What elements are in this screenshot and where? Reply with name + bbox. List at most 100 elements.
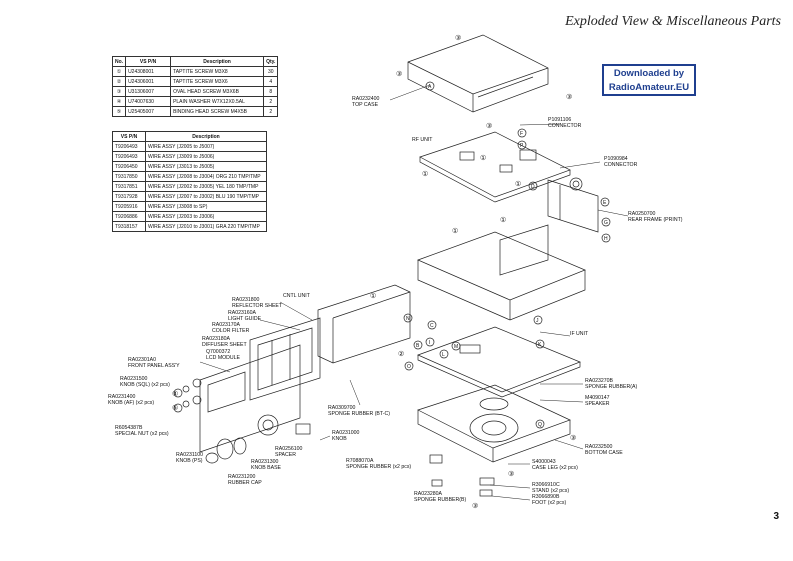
table-cell: ⑤ (111, 106, 127, 117)
cntl-unit-board (317, 284, 411, 364)
marker-l: L (439, 349, 449, 359)
label-knob-name: KNOB (332, 436, 347, 442)
svg-text:G: G (604, 220, 608, 226)
label-rubber-cap-name: RUBBER CAP (228, 480, 262, 486)
label-rear-frame-name: REAR FRAME (PRINT) (628, 217, 683, 223)
marker-m: M (451, 341, 461, 351)
label-speaker-pn: M4090147 (585, 395, 610, 401)
label-knob-ps-name: KNOB (PS) (176, 458, 203, 464)
screw-marker: ② (398, 350, 404, 358)
label-light-guide-name: LIGHT GUIDE (228, 316, 262, 322)
label-lcd-pn: Q7000372 (206, 349, 230, 355)
label-sponge-x2-name: SPONGE RUBBER (x2 pcs) (346, 464, 411, 470)
rf-unit-board (419, 131, 571, 203)
label-sponge-a-pn: RA023270B (585, 378, 614, 384)
download-badge: Downloaded by RadioAmateur.EU (602, 64, 696, 96)
label-stand-name: STAND (x2 pcs) (532, 488, 569, 494)
label-connector1-name: CONNECTOR (548, 123, 582, 129)
svg-text:C: C (430, 323, 434, 329)
label-sponge-btc-name: SPONGE RUBBER (BT-C) (328, 411, 390, 417)
label-diffuser-name: DIFFUSER SHEET (202, 342, 248, 348)
label-bottom-case-pn: RA0232500 (585, 444, 613, 450)
page-number: 3 (773, 511, 779, 522)
label-knob-base-pn: RA0231300 (251, 459, 279, 465)
screw-marker: ④ (172, 390, 178, 398)
screw-marker: ③ (570, 434, 576, 442)
label-reflector-pn: RA0231800 (232, 297, 260, 303)
label-top-case-name: TOP CASE (352, 102, 379, 108)
svg-text:B: B (416, 343, 420, 349)
screw-marker: ③ (566, 93, 572, 101)
table-cell: WIRE ASSY (J2010 to J3001) GRA 220 TMP/T… (145, 221, 267, 232)
svg-text:I: I (429, 340, 430, 346)
label-connector1-pn: P1091106 (548, 117, 571, 123)
marker-b: B (413, 340, 423, 350)
label-spacer-pn: RA0256100 (275, 446, 303, 452)
label-rear-frame-pn: RA0250700 (628, 211, 656, 217)
svg-text:J: J (536, 318, 539, 324)
label-sponge-b-name: SPONGE RUBBER(B) (414, 497, 466, 503)
screw-marker: ① (422, 170, 428, 178)
screw-marker: ③ (472, 502, 478, 510)
knob-parts (173, 385, 311, 464)
label-lcd-name: LCD MODULE (206, 355, 241, 361)
marker-d: D (528, 181, 538, 191)
label-foot-pn: R3066890B (532, 494, 560, 500)
label-connector2-pn: P1090984 (604, 156, 628, 162)
label-knob-af-name: KNOB (AF) (x2 pcs) (108, 400, 154, 406)
label-foot-name: FOOT (x2 pcs) (532, 500, 566, 506)
marker-e: E (600, 197, 610, 207)
rear-frame-part (547, 177, 599, 233)
label-spacer-name: SPACER (275, 452, 296, 458)
marker-f: F (517, 128, 527, 138)
screw-marker: ① (515, 180, 521, 188)
label-rubber-cap-pn: RA0231200 (228, 474, 256, 480)
label-if-unit: IF UNIT (570, 331, 589, 337)
marker-j: J (533, 315, 543, 325)
screw-marker: ⑤ (172, 404, 178, 412)
screw-marker: ① (452, 227, 458, 235)
label-special-nut-pn: R6054387B (115, 425, 143, 431)
lcd-assembly-part (249, 317, 321, 401)
label-knob-sql-name: KNOB (SQL) (x2 pcs) (120, 382, 170, 388)
page-title: Exploded View & Miscellaneous Parts (565, 14, 781, 29)
label-knob-pn: RA0231000 (332, 430, 360, 436)
if-unit-board (417, 326, 581, 398)
screw-markers: ③ ③ ③ ③ ① ① ① ① ① ① ② ④ ⑤ ③ ③ ③ (172, 34, 576, 510)
label-speaker-name: SPEAKER (585, 401, 610, 407)
marker-n: N (403, 313, 413, 323)
label-knob-sql-pn: RA0231500 (120, 376, 148, 382)
top-case-part (407, 34, 549, 113)
marker-g: G (601, 217, 611, 227)
lettered-markers: A B C D E F G H I J K L M N O P Q (403, 81, 611, 429)
label-special-nut-name: SPECIAL NUT (x2 pcs) (115, 431, 169, 437)
label-light-guide-pn: RA023160A (228, 310, 257, 316)
svg-text:A: A (428, 84, 432, 90)
label-cntl-unit: CNTL UNIT (283, 293, 311, 299)
svg-text:Q: Q (538, 422, 542, 428)
svg-text:M: M (454, 344, 458, 350)
screw-marker: ③ (455, 34, 461, 42)
screw-marker: ① (500, 216, 506, 224)
marker-a: A (425, 81, 435, 91)
marker-c: C (427, 320, 437, 330)
label-sponge-btc-pn: RA0309700 (328, 405, 356, 411)
label-bottom-case-name: BOTTOM CASE (585, 450, 623, 456)
screw-marker: ③ (396, 70, 402, 78)
badge-line-2: RadioAmateur.EU (608, 82, 690, 93)
label-connector2-name: CONNECTOR (604, 162, 638, 168)
label-top-case-pn: RA0232400 (352, 96, 380, 102)
label-knob-ps-pn: RA0231100 (176, 452, 203, 458)
label-knob-af-pn: RA0231400 (108, 394, 136, 400)
bottom-case-part (417, 384, 571, 463)
label-front-panel-pn: RA02301A0 (128, 357, 156, 363)
main-chassis-part (417, 224, 586, 321)
svg-text:P: P (520, 143, 524, 149)
feet-parts (429, 454, 495, 497)
